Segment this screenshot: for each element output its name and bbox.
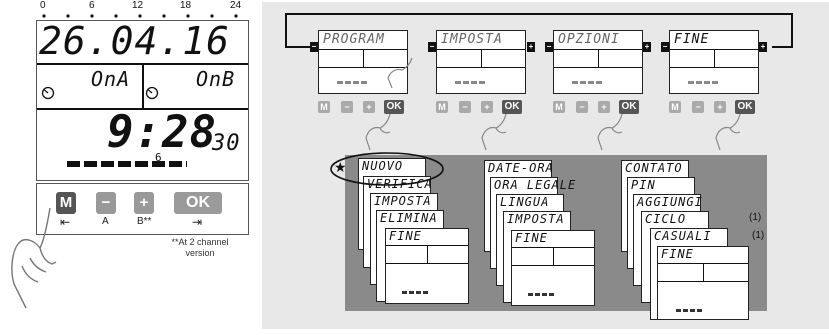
plus-button-label: B**: [137, 216, 151, 227]
note-casuali: (1): [752, 230, 764, 241]
ok-button-label: ⇥: [192, 215, 202, 229]
submenu-item-contato[interactable]: CONTATO: [625, 161, 683, 175]
submenu-item-casuali[interactable]: CASUALI: [654, 229, 712, 243]
submenu-card-fine: FINE: [657, 246, 749, 320]
footnote: **At 2 channel version: [160, 237, 240, 259]
hand-pointer-icon: [362, 112, 402, 152]
submenu-item-fine[interactable]: FINE: [515, 231, 548, 245]
plus-connector: +: [527, 42, 535, 52]
note-ciclo: (1): [749, 212, 761, 223]
minus-button[interactable]: −: [576, 101, 588, 113]
lcd-seconds: 30: [212, 131, 241, 156]
lcd-day-bar: [67, 161, 187, 167]
submenu-item-ciclo[interactable]: CICLO: [645, 212, 686, 226]
submenu-item-ora-legale[interactable]: ORA LEGALE: [494, 178, 576, 192]
m-button[interactable]: M: [553, 101, 565, 113]
menu-screen-fine: FINE: [669, 30, 759, 94]
submenu-item-lingua[interactable]: LINGUA: [500, 195, 549, 209]
lcd-date: 26.04.16: [39, 19, 230, 63]
scale-tick-6: 6: [89, 0, 95, 11]
submenu-item-fine[interactable]: FINE: [389, 229, 422, 243]
highlight-ellipse: [329, 150, 447, 188]
minus-button[interactable]: −: [459, 101, 471, 113]
minus-button[interactable]: −: [692, 101, 704, 113]
lcd-day-marker: 6: [155, 151, 162, 164]
menu-screen-title: IMPOSTA: [441, 32, 503, 47]
plus-connector: +: [759, 42, 767, 52]
submenu-item-elimina[interactable]: ELIMINA: [380, 211, 438, 225]
submenu-card-fine: FINE: [511, 230, 595, 306]
minus-connector: −: [545, 42, 553, 52]
minus-button[interactable]: −: [96, 192, 116, 214]
menu-screen-title: FINE: [674, 32, 709, 47]
submenu-item-fine[interactable]: FINE: [661, 247, 694, 261]
menu-screen-imposta: IMPOSTA: [436, 30, 526, 94]
minus-connector: −: [310, 42, 318, 52]
scale-tick-0: 0: [40, 0, 46, 11]
submenu-item-aggiungi[interactable]: AGGIUNGI: [637, 195, 703, 209]
hand-pointer-icon: [478, 112, 518, 152]
menu-screen-title: PROGRAM: [323, 32, 385, 47]
hand-pointer-icon: [384, 56, 420, 90]
clock-icon: [145, 86, 159, 100]
hand-pointer-icon: [594, 112, 634, 152]
minus-connector: −: [661, 42, 669, 52]
submenu-item-imposta[interactable]: IMPOSTA: [507, 212, 565, 226]
star-icon: ★: [334, 160, 347, 176]
minus-button-label: A: [102, 216, 109, 227]
minus-connector: −: [428, 42, 436, 52]
m-button[interactable]: M: [669, 101, 681, 113]
menu-screen-opzioni: OPZIONI: [553, 30, 643, 94]
submenu-item-date-ora[interactable]: DATE-ORA: [488, 161, 554, 175]
plus-connector: +: [643, 42, 651, 52]
scale-tick-12: 12: [132, 0, 143, 11]
scale-tick-18: 18: [180, 0, 191, 11]
minus-button[interactable]: −: [341, 101, 353, 113]
submenu-item-imposta[interactable]: IMPOSTA: [374, 194, 432, 208]
ok-button[interactable]: OK: [174, 192, 222, 214]
lcd-channel-b: OnB: [196, 67, 235, 91]
clock-icon: [41, 86, 55, 100]
hand-pointer-icon: [0, 200, 80, 310]
m-button[interactable]: M: [436, 101, 448, 113]
hand-pointer-icon: [712, 112, 752, 152]
lcd-channel-a: OnA: [91, 67, 130, 91]
plus-button[interactable]: +: [134, 192, 154, 214]
submenu-item-pin[interactable]: PIN: [631, 178, 656, 192]
lcd-display: 26.04.16 OnA OnB 9:28 30 6: [36, 20, 249, 181]
submenu-card-fine: FINE: [385, 228, 469, 304]
scale-tick-24: 24: [230, 0, 241, 11]
lcd-time: 9:28: [107, 107, 217, 158]
menu-screen-title: OPZIONI: [558, 32, 620, 47]
m-button[interactable]: M: [318, 101, 330, 113]
